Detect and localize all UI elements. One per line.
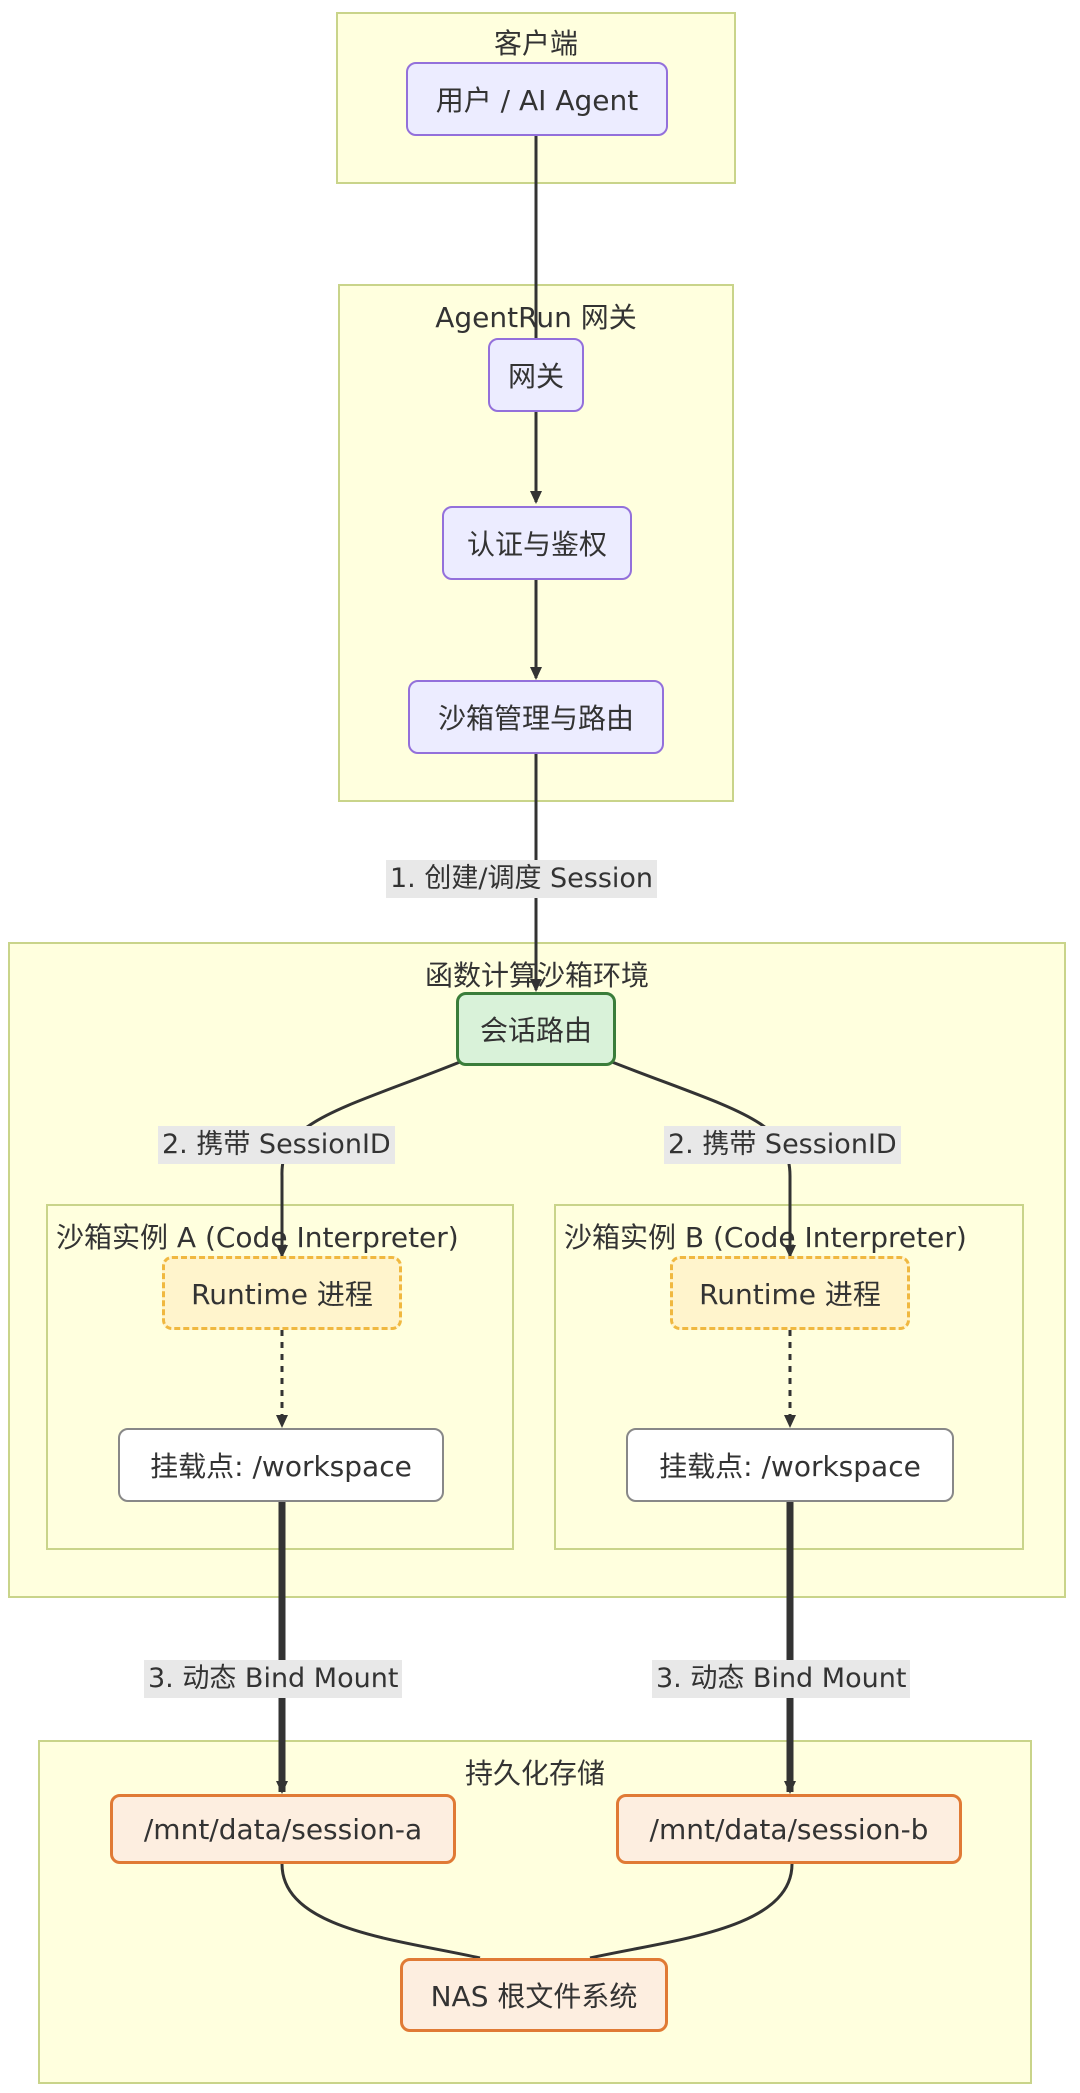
node-runtime-a: Runtime 进程 <box>162 1256 402 1330</box>
cluster-storage-title: 持久化存储 <box>464 1757 605 1790</box>
node-data-session-b: /mnt/data/session-b <box>616 1794 962 1864</box>
node-gateway: 网关 <box>488 338 584 412</box>
edge-label-create-session: 1. 创建/调度 Session <box>386 860 658 898</box>
edge-label-carry-session-b: 2. 携带 SessionID <box>664 1126 901 1164</box>
edge-label-carry-session-a: 2. 携带 SessionID <box>158 1126 395 1164</box>
node-auth: 认证与鉴权 <box>442 506 632 580</box>
cluster-sandbox-b-title: 沙箱实例 B (Code Interpreter) <box>564 1221 967 1254</box>
node-data-session-a: /mnt/data/session-a <box>110 1794 456 1864</box>
node-session-router: 会话路由 <box>456 992 616 1066</box>
edge-label-bind-mount-a: 3. 动态 Bind Mount <box>144 1660 403 1698</box>
cluster-sandbox-a-title: 沙箱实例 A (Code Interpreter) <box>56 1221 459 1254</box>
node-runtime-b: Runtime 进程 <box>670 1256 910 1330</box>
node-mount-a: 挂载点: /workspace <box>118 1428 444 1502</box>
cluster-client-title: 客户端 <box>493 27 578 60</box>
node-nas-root: NAS 根文件系统 <box>400 1958 668 2032</box>
edge-data-b-nas <box>589 1863 794 1960</box>
node-sandbox-management: 沙箱管理与路由 <box>408 680 664 754</box>
node-user-ai-agent: 用户 / AI Agent <box>406 62 668 136</box>
edge-router-runtime-a <box>276 1060 461 1258</box>
edge-label-bind-mount-b: 3. 动态 Bind Mount <box>652 1660 911 1698</box>
edge-router-runtime-b <box>611 1060 796 1258</box>
node-mount-b: 挂载点: /workspace <box>626 1428 954 1502</box>
edge-data-a-nas <box>280 1863 481 1960</box>
